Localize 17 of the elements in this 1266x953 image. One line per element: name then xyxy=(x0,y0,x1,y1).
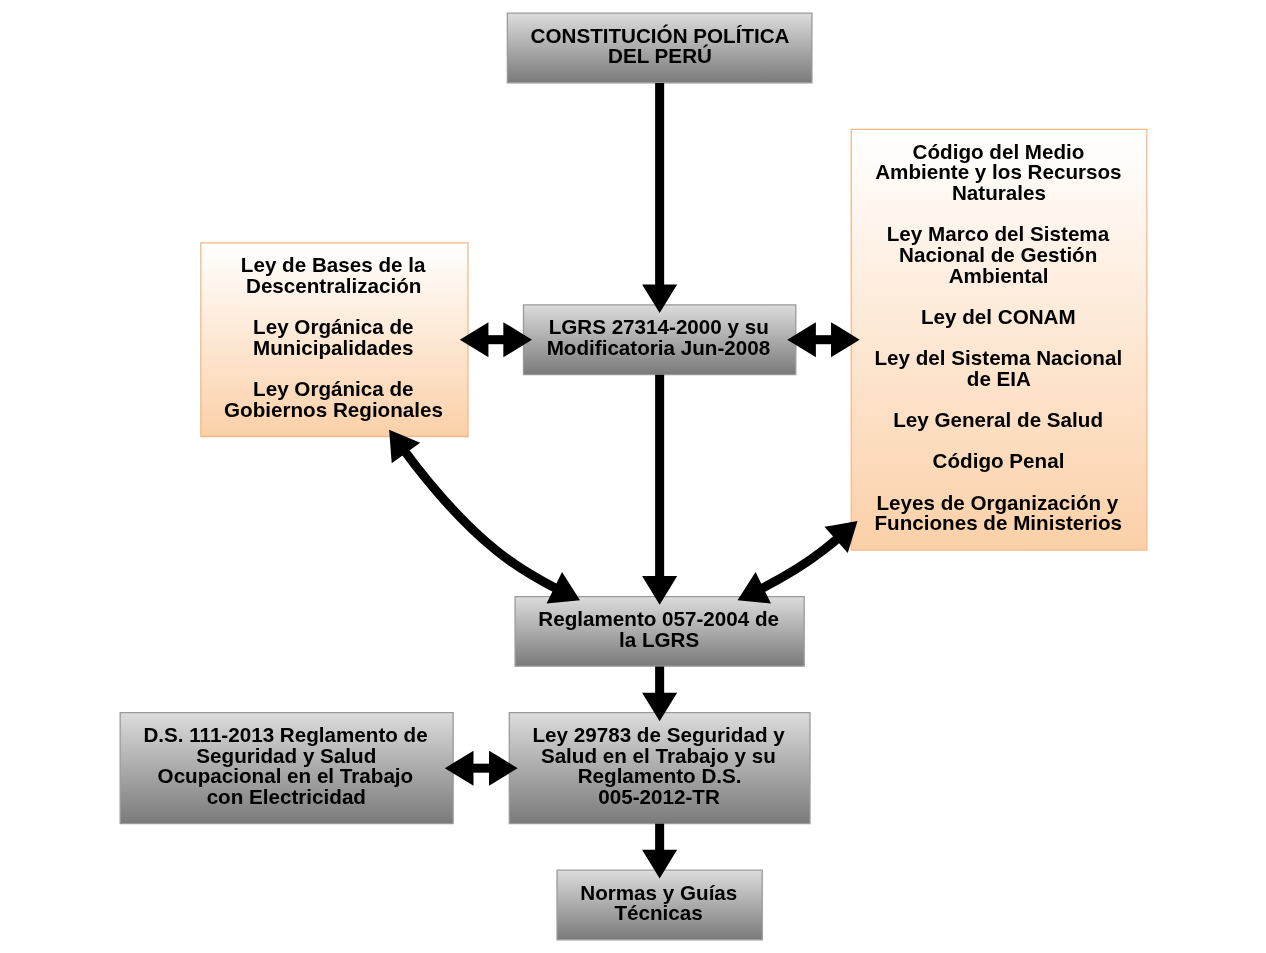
arrow xyxy=(388,429,580,604)
arrow xyxy=(459,322,532,358)
arrow xyxy=(641,83,677,314)
node-box: D.S. 111-2013 Reglamento de Seguridad y Salud Ocupacional en el Trabajo con Electricidad xyxy=(119,712,454,825)
node-box: LGRS 27314-2000 y su Modificatoria Jun-2008 xyxy=(522,304,796,376)
arrow xyxy=(786,322,860,358)
arrow xyxy=(641,823,677,879)
arrow xyxy=(737,520,857,604)
node-box: Ley 29783 de Seguridad y Salud en el Trabajo y su Reglamento D.S. 005-2012-TR xyxy=(508,712,811,825)
node-box: Reglamento 057-2004 de la LGRS xyxy=(513,595,805,667)
node-box: Normas y Guías Técnicas xyxy=(555,869,763,941)
node-box: Código del Medio Ambiente y los Recursos Naturales Ley Marco del Sistema Nacional de Gestión Ambiental Ley del CONAM Ley del Sistema Nacional de EIA Ley General de Salud Código Penal Leyes de Organización y Funciones de Ministerios xyxy=(850,128,1147,551)
node-box: Ley de Bases de la Descentralización Ley Orgánica de Municipalidades Ley Orgánica de Gobiernos Regionales xyxy=(199,242,469,438)
node-box: CONSTITUCIÓN POLÍTICA DEL PERÚ xyxy=(506,12,813,84)
arrow xyxy=(444,750,518,786)
arrow xyxy=(641,666,677,722)
arrow xyxy=(641,374,677,605)
